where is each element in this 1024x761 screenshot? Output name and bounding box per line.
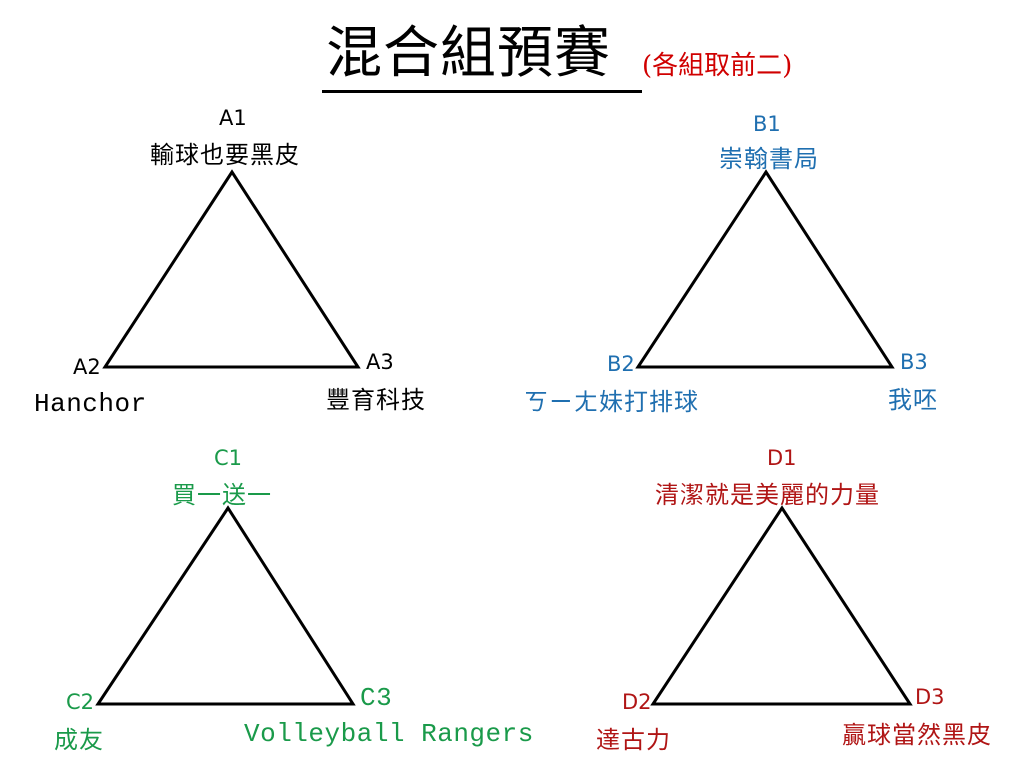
group-c-team-1: 買一送一 <box>172 481 272 509</box>
page-title: 混合組預賽 <box>326 21 611 86</box>
group-b-seed-1: B1 <box>753 112 781 136</box>
group-b-seed-3: B3 <box>900 350 928 374</box>
group-d-team-3: 贏球當然黑皮 <box>842 721 992 749</box>
group-d-team-1: 清潔就是美麗的力量 <box>655 481 880 509</box>
group-c-triangle <box>95 505 356 706</box>
group-c-team-3: Volleyball Rangers <box>244 719 534 749</box>
group-a-team-3: 豐育科技 <box>326 386 426 414</box>
group-b-team-1: 崇翰書局 <box>719 145 819 173</box>
group-b-team-2: ㄎㄧㄤ妹打排球 <box>524 388 699 416</box>
group-a-triangle <box>102 169 361 369</box>
group-c-seed-1: C1 <box>214 446 243 470</box>
group-a-team-2: Hanchor <box>34 389 147 419</box>
group-c-team-2: 成友 <box>54 726 104 754</box>
title-underline <box>322 90 642 93</box>
group-a-seed-2: A2 <box>73 355 101 379</box>
group-d-team-2: 達古力 <box>596 726 671 754</box>
group-a-seed-3: A3 <box>366 350 394 374</box>
group-d-seed-2: D2 <box>622 690 652 714</box>
group-b-seed-2: B2 <box>607 352 635 376</box>
group-c-seed-3: C3 <box>360 683 393 713</box>
group-a-seed-1: A1 <box>219 106 247 130</box>
group-d-seed-1: D1 <box>767 446 797 470</box>
group-d-triangle <box>650 505 913 706</box>
page-subtitle: (各組取前二) <box>642 51 793 81</box>
group-d-seed-3: D3 <box>915 685 945 709</box>
group-c-seed-2: C2 <box>66 690 95 714</box>
group-b-triangle <box>635 169 895 369</box>
group-a-team-1: 輸球也要黑皮 <box>150 141 300 169</box>
group-b-team-3: 我呸 <box>888 386 938 414</box>
